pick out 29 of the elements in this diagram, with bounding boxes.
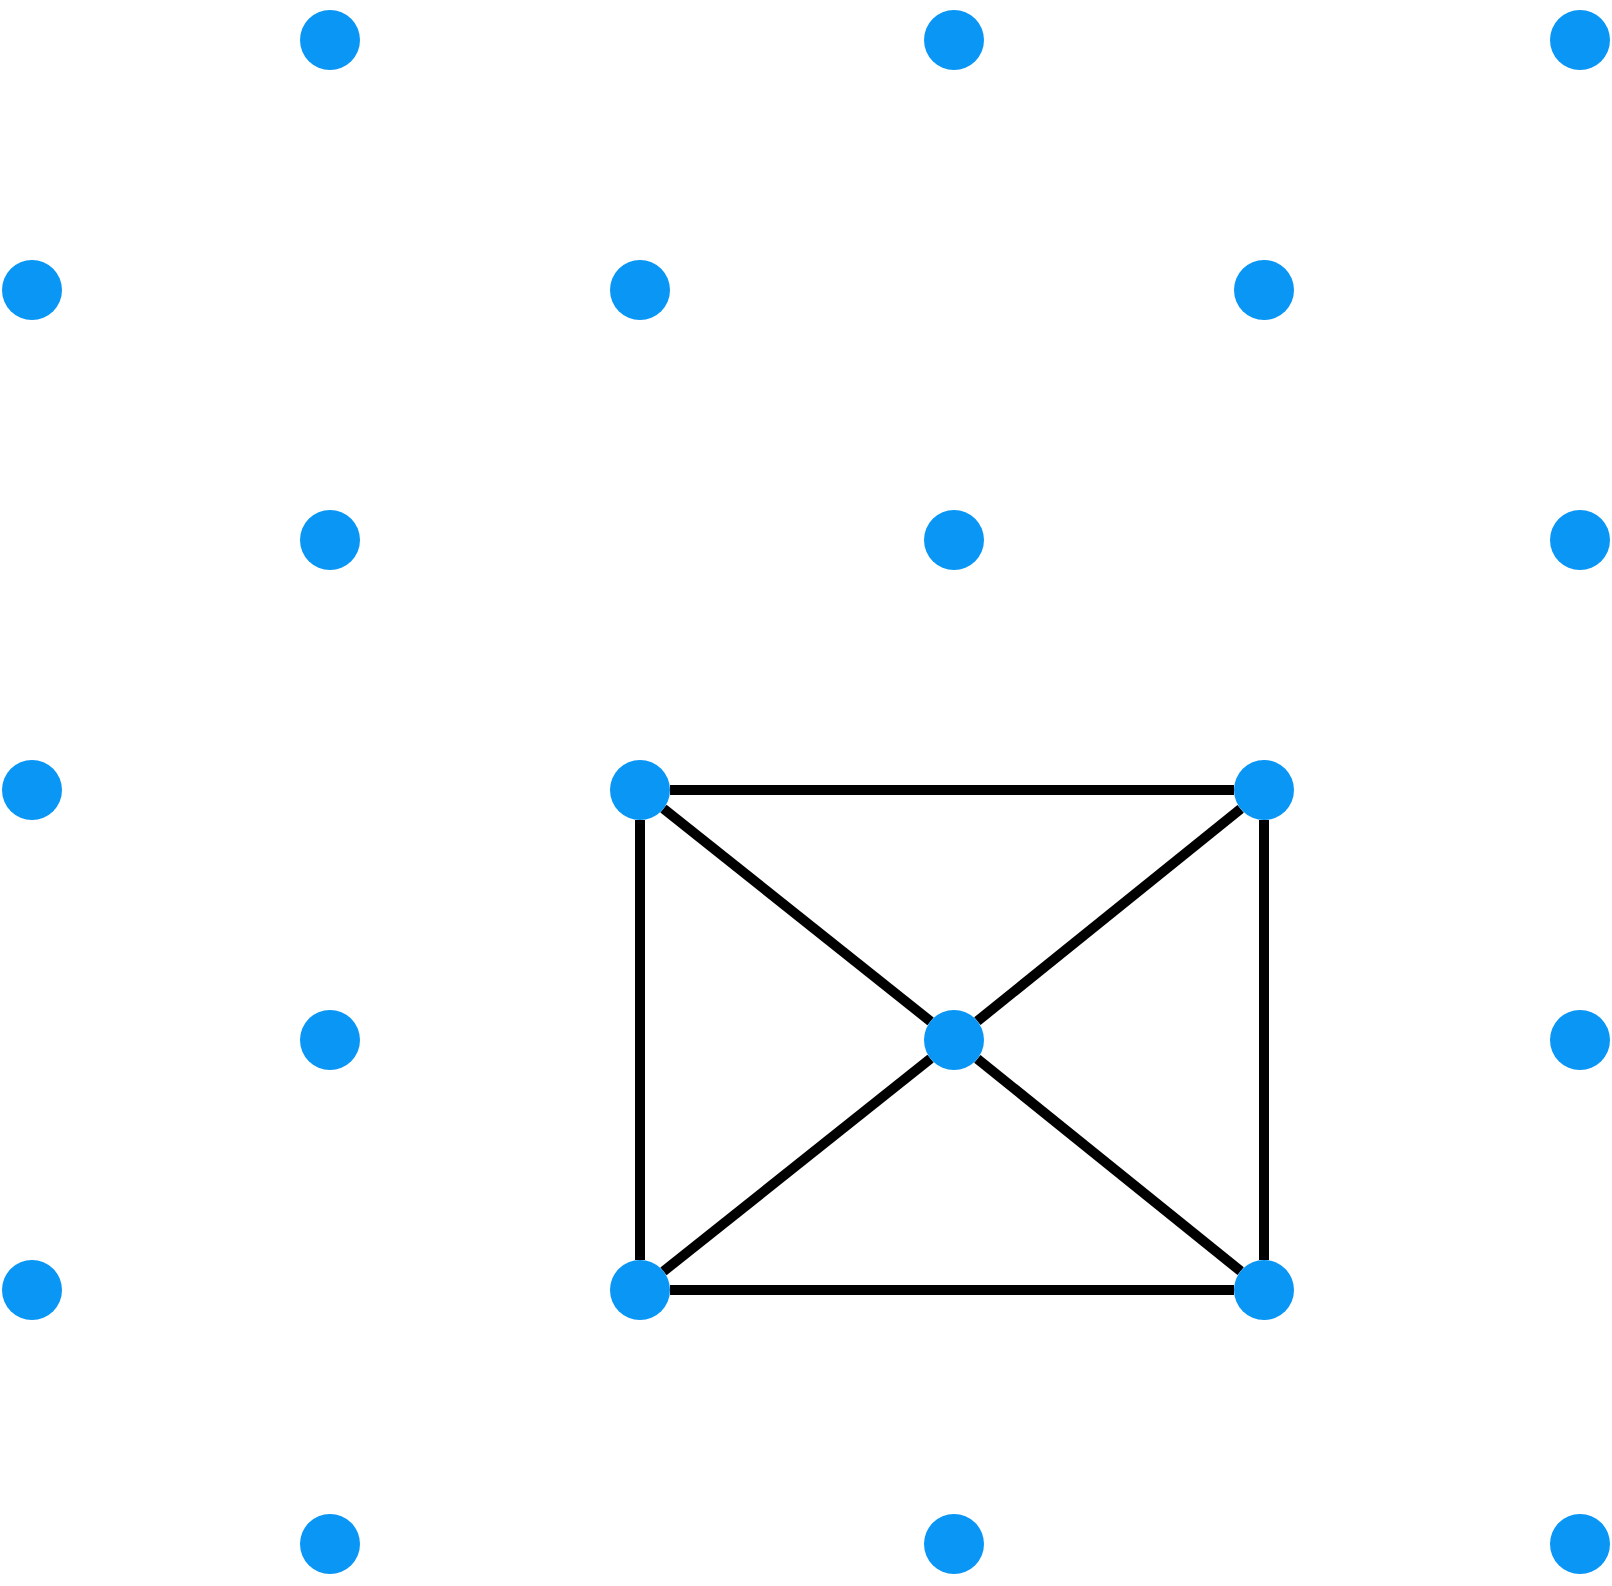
dot — [2, 260, 62, 320]
dot — [300, 510, 360, 570]
line — [660, 1054, 934, 1276]
dot — [610, 1260, 670, 1320]
dot — [1550, 10, 1610, 70]
dot — [1550, 1514, 1610, 1574]
dot — [924, 1010, 984, 1070]
line — [660, 804, 934, 1026]
dot — [1550, 510, 1610, 570]
line — [974, 804, 1244, 1026]
line — [635, 820, 645, 1260]
dot — [300, 1514, 360, 1574]
dot — [300, 1010, 360, 1070]
dot — [610, 260, 670, 320]
dot — [1234, 760, 1294, 820]
line — [670, 785, 1234, 795]
line — [670, 1285, 1234, 1295]
dot — [924, 510, 984, 570]
dot — [2, 760, 62, 820]
dot — [1234, 260, 1294, 320]
dot — [610, 760, 670, 820]
dot — [1550, 1010, 1610, 1070]
dot — [924, 1514, 984, 1574]
line — [1259, 820, 1269, 1260]
dot — [300, 10, 360, 70]
dot — [1234, 1260, 1294, 1320]
dot — [2, 1260, 62, 1320]
dot — [924, 10, 984, 70]
line — [974, 1054, 1244, 1276]
